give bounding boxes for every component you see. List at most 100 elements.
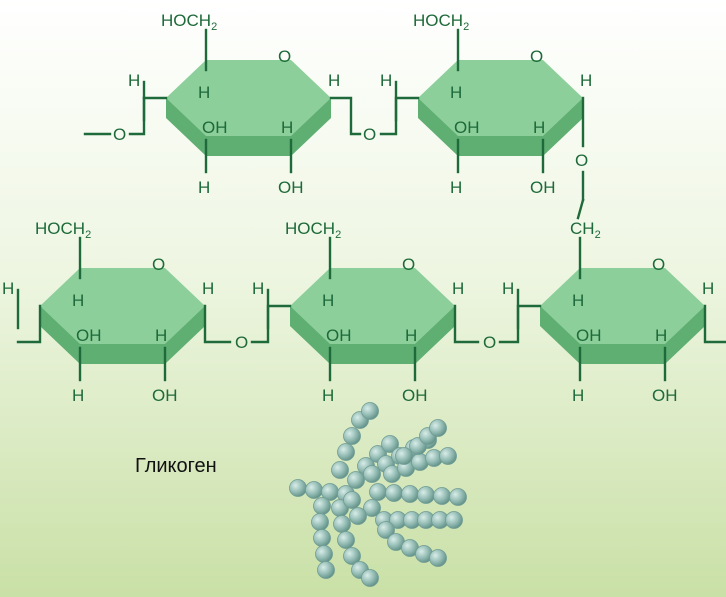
glucose-bead <box>377 521 395 539</box>
glucose-bead <box>333 515 351 533</box>
hoch2-label: HOCH2 <box>285 219 341 241</box>
glucose-bead <box>439 447 457 465</box>
glucose-bead <box>445 511 463 529</box>
h-label: H <box>128 71 140 90</box>
glucose-bead <box>361 402 379 420</box>
glucose-ring-top <box>540 268 705 344</box>
glucose-bead <box>313 497 331 515</box>
glucose-bead <box>363 499 381 517</box>
glucose-bead <box>417 486 435 504</box>
oh-label: OH <box>76 326 102 345</box>
h-label: H <box>155 326 167 345</box>
glucose-bead <box>331 461 349 479</box>
ring-oxygen-label: O <box>152 255 165 274</box>
glucose-bead <box>361 569 379 587</box>
glucose-bead <box>311 513 329 531</box>
h-label: H <box>655 326 667 345</box>
glycosidic-bond <box>250 304 292 344</box>
glycosidic-oxygen-label: O <box>235 333 248 352</box>
glucose-bead <box>315 545 333 563</box>
glucose-bead <box>395 447 413 465</box>
glucose-bead <box>305 481 323 499</box>
h-label: H <box>450 83 462 102</box>
h-label: H <box>2 279 14 298</box>
glycosidic-oxygen-label: O <box>113 125 126 144</box>
glucose-bead <box>401 485 419 503</box>
glucose-ring-top <box>418 60 583 136</box>
h-label: H <box>322 386 334 405</box>
glucose-bead <box>343 427 361 445</box>
h-label: H <box>580 71 592 90</box>
glucose-ring-top <box>290 268 455 344</box>
glucose-ring-top <box>40 268 205 344</box>
glucose-bead <box>343 547 361 565</box>
glucose-bead <box>347 471 365 489</box>
glucose-bead <box>363 465 381 483</box>
oh-label: OH <box>576 326 602 345</box>
glycosidic-bond <box>498 304 542 344</box>
oh-label: OH <box>454 118 480 137</box>
h-label: H <box>198 178 210 197</box>
glucose-bead <box>385 484 403 502</box>
chain-bond <box>128 96 146 136</box>
glucose-bead <box>289 479 307 497</box>
hoch2-label: HOCH2 <box>413 11 469 33</box>
h-label: H <box>702 279 714 298</box>
glucose-bead <box>369 483 387 501</box>
branch-oxygen-label: O <box>575 151 588 170</box>
h-label: H <box>252 279 264 298</box>
h-label: H <box>452 279 464 298</box>
h-label: H <box>328 71 340 90</box>
chain-bond <box>16 304 42 344</box>
h-label: H <box>533 118 545 137</box>
oh-label: OH <box>530 178 556 197</box>
glycogen-particle <box>289 402 467 587</box>
branch-bond <box>576 198 585 220</box>
h-label: H <box>281 118 293 137</box>
h-label: H <box>322 291 334 310</box>
h-label: H <box>450 178 462 197</box>
glycosidic-oxygen-label: O <box>483 333 496 352</box>
oh-label: OH <box>402 386 428 405</box>
hoch2-label: HOCH2 <box>161 11 217 33</box>
h-label: H <box>502 279 514 298</box>
glucose-bead <box>429 419 447 437</box>
chain-bond <box>703 304 726 344</box>
oh-label: OH <box>202 118 228 137</box>
ch2-label: CH2 <box>570 219 601 241</box>
glycosidic-bond <box>379 96 420 136</box>
h-label: H <box>405 326 417 345</box>
glucose-bead <box>343 491 361 509</box>
h-label: H <box>72 386 84 405</box>
glycosidic-bond <box>203 304 232 344</box>
ring-oxygen-label: O <box>278 47 291 66</box>
h-label: H <box>572 386 584 405</box>
glucose-bead <box>449 488 467 506</box>
ring-oxygen-label: O <box>530 47 543 66</box>
oh-label: OH <box>326 326 352 345</box>
h-label: H <box>198 83 210 102</box>
oh-label: OH <box>152 386 178 405</box>
h-label: H <box>202 279 214 298</box>
glycosidic-bond <box>329 96 362 136</box>
glycogen-caption: Гликоген <box>135 455 217 477</box>
glucose-bead <box>429 549 447 567</box>
glucose-bead <box>433 487 451 505</box>
h-label: H <box>572 291 584 310</box>
glucose-bead <box>337 443 355 461</box>
glucose-ring-top <box>166 60 331 136</box>
hoch2-label: HOCH2 <box>35 219 91 241</box>
oh-label: OH <box>652 386 678 405</box>
glycosidic-bond <box>453 304 480 344</box>
glucose-bead <box>313 529 331 547</box>
ring-oxygen-label: O <box>402 255 415 274</box>
h-label: H <box>72 291 84 310</box>
glucose-bead <box>317 561 335 579</box>
glucose-bead <box>349 507 367 525</box>
h-label: H <box>380 71 392 90</box>
oh-label: OH <box>278 178 304 197</box>
ring-oxygen-label: O <box>652 255 665 274</box>
